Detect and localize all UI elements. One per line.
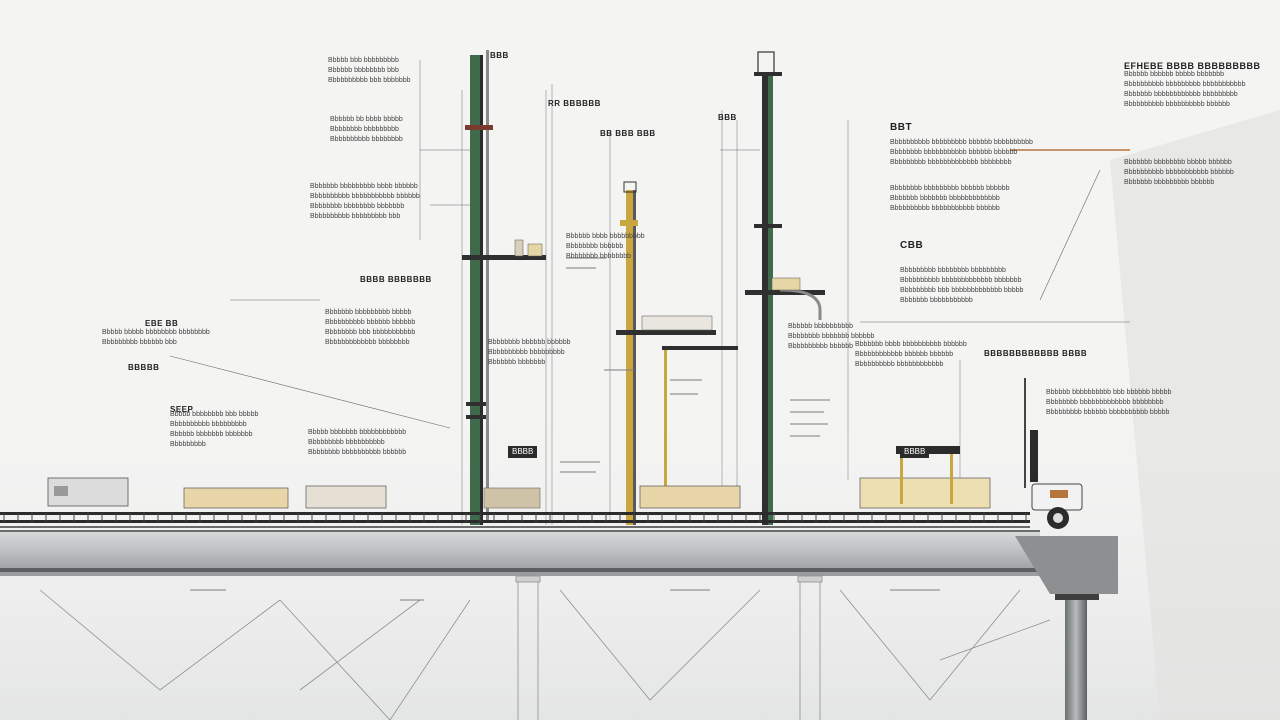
annotation-n17: Bbbbbb bbbbbbbbbb Bbbbbbbb bbbbbbb bbbbb…: [788, 323, 875, 350]
annotation-n14: Bbbbbb bbbbbbbbbb bbb bbbbbb bbbbb Bbbbb…: [1046, 389, 1172, 416]
annotation-n7: Bbbbb bbbbbbb bbbbbbbbbbbb Bbbbbbbbb bbb…: [308, 429, 407, 456]
heading-col2-mid: BB BBB BBB: [600, 129, 656, 138]
annotation-n3: Bbbbbbb bbbbbbbbb bbbb bbbbbb Bbbbbbbbbb…: [310, 183, 420, 220]
substructure: [39, 575, 1051, 720]
rail-track: [0, 512, 1030, 528]
annotation-n9: Bbbbbbbb bbbbbbbbb bbbbbb bbbbbb Bbbbbbb…: [890, 185, 1010, 212]
text-dashes: [190, 257, 940, 601]
heading-left-low: EBE BB: [145, 319, 179, 328]
bridge-deck: [0, 530, 1118, 720]
heading-top-left: BBT: [890, 122, 913, 133]
annotation-n4: Bbbbbbb bbbbbbbbb bbbbb Bbbbbbbbbb bbbbb…: [325, 309, 416, 346]
annotation-n12: Bbbbbb bbbbbb bbbbb bbbbbbb Bbbbbbbbbb b…: [1124, 71, 1246, 108]
beam-tag-left: BBBB: [508, 446, 538, 458]
dimension-lines: [419, 60, 961, 525]
heading-elbow: BBBBB: [128, 363, 160, 372]
heading-col2-top: RR BBBBBB: [548, 99, 601, 108]
annotation-n8: Bbbbbbbbbb bbbbbbbbb bbbbbb bbbbbbbbbb B…: [890, 139, 1033, 166]
vehicle: [1024, 378, 1083, 529]
heading-bottom-small: SEEP: [170, 405, 194, 414]
annotation-n6: Bbbbb bbbbb bbbbbbbb bbbbbbbb Bbbbbbbbb …: [102, 329, 210, 346]
column-dark-right: [745, 51, 825, 525]
annotation-n16: Bbbbbb bbbb bbbbbbbbb Bbbbbbbb bbbbbb Bb…: [566, 233, 645, 260]
bracket-units: [47, 446, 991, 509]
callout-lines: [169, 149, 1130, 429]
annotation-n13: Bbbbbbb bbbbbbbb bbbbb bbbbbb Bbbbbbbbbb…: [1124, 159, 1234, 186]
rail-ties: [3, 513, 1027, 522]
annotation-n2: Bbbbbb bb bbbb bbbbb Bbbbbbbb bbbbbbbbb …: [330, 116, 403, 143]
beam-tag-right: BBBB: [900, 446, 930, 458]
annotation-n15: Bbbbbbbb bbbbbb bbbbbb Bbbbbbbbbb bbbbbb…: [488, 339, 571, 366]
column-green-left: [462, 50, 546, 525]
annotation-n11: Bbbbbbb bbbb bbbbbbbbbb bbbbbb Bbbbbbbbb…: [855, 341, 967, 368]
annotation-n5: Bbbbb bbbbbbbb bbb bbbbb Bbbbbbbbbb bbbb…: [170, 411, 259, 448]
column-yellow-middle: [616, 181, 738, 525]
heading-col1-top: BBB: [490, 51, 509, 60]
shadow-wedge: [1110, 110, 1280, 720]
heading-right-mid: CBB: [900, 240, 924, 251]
annotation-n10: Bbbbbbbbb bbbbbbbb bbbbbbbbb Bbbbbbbbbb …: [900, 267, 1024, 304]
heading-mid-right: BBB: [718, 113, 737, 122]
heading-left-mid: BBBB BBBBBBB: [360, 275, 432, 284]
heading-right-low: BBBBBBBBBBBB BBBB: [984, 349, 1088, 358]
annotation-n1: Bbbbb bbb bbbbbbbbb Bbbbbb bbbbbbbb bbb …: [328, 57, 411, 84]
heading-right-top: EFHEBE BBBB BBBBBBBBB: [1124, 61, 1261, 71]
